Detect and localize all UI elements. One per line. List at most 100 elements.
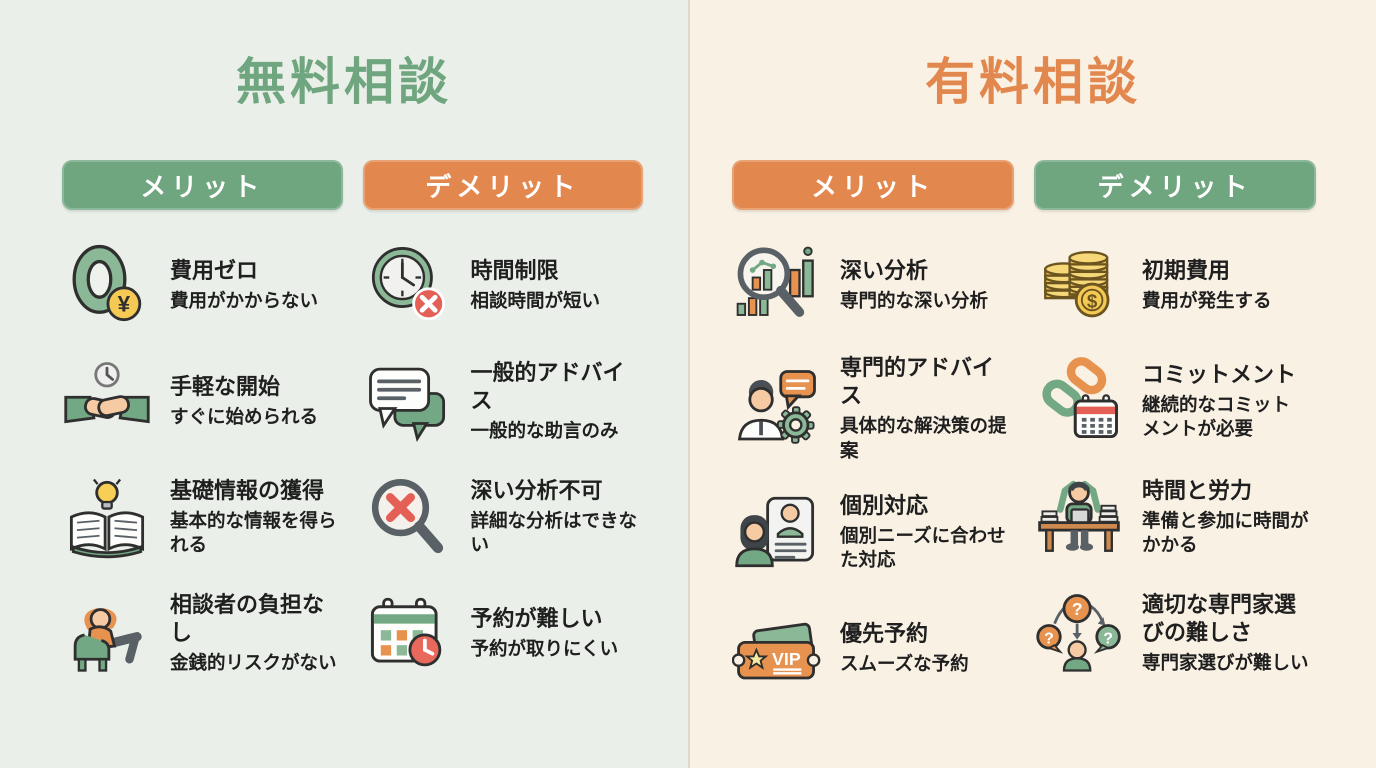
paid-consultation-panel: 有料相談 メリット深い分析専門的な深い分析専門的アドバイス具体的な解決策の提 案…	[688, 0, 1376, 768]
svg-text:?: ?	[1072, 599, 1083, 619]
item-desc: 相談時間が短い	[470, 289, 601, 311]
item-title: 費用ゼロ	[170, 257, 259, 283]
item-text: 時間と労力準備と参加に時間が かかる	[1142, 477, 1309, 558]
paid-consultation-title: 有料相談	[925, 54, 1141, 110]
item-list: ¥ 費用ゼロ費用がかからない手軽な開始すぐに始められる基礎情報の獲得基本的な情報を…	[62, 238, 343, 680]
magnifier-x-icon	[363, 472, 453, 562]
column-header-pill: メリット	[62, 160, 343, 210]
calendar-clock-icon	[363, 588, 453, 678]
item-text: 時間制限相談時間が短い	[471, 257, 601, 314]
item-text: 個別対応個別ニーズに合わせ た対応	[840, 492, 1006, 573]
item-text: 適切な専門家選 びの難しさ専門家選びが難しい	[1142, 591, 1309, 676]
item-title: 深い分析不可	[470, 477, 603, 503]
vip-ticket-icon: VIP	[732, 603, 822, 693]
list-item: ¥ 費用ゼロ費用がかからない	[62, 238, 343, 332]
item-desc: 準備と参加に時間が かかる	[1142, 509, 1309, 556]
item-desc: 予約が取りにくい	[470, 637, 619, 659]
item-desc: 詳細な分析はできな い	[470, 509, 638, 556]
item-desc: 金銭的リスクがない	[170, 651, 337, 673]
item-desc: スムーズな予約	[840, 653, 969, 674]
chart-magnifier-icon	[732, 240, 822, 330]
list-item: 手軽な開始すぐに始められる	[62, 354, 343, 448]
item-desc: 専門家選びが難しい	[1142, 651, 1309, 673]
item-text: 予約が難しい予約が取りにくい	[471, 605, 619, 662]
list-item: VIP 優先予約スムーズな予約	[732, 601, 1014, 695]
free-consultation-columns: メリット ¥ 費用ゼロ費用がかからない手軽な開始すぐに始められる基礎情報の獲得基本的…	[0, 160, 688, 680]
list-item: コミットメント継続的なコミット メントが必要	[1034, 354, 1316, 448]
item-desc: すぐに始められる	[170, 405, 319, 427]
svg-text:$: $	[1087, 291, 1098, 312]
list-item: 深い分析専門的な深い分析	[732, 238, 1014, 332]
svg-text:?: ?	[1103, 630, 1113, 647]
list-item: 基礎情報の獲得基本的な情報を得ら れる	[62, 470, 343, 564]
tired-person-desk-icon	[1034, 472, 1124, 562]
list-item: 時間と労力準備と参加に時間が かかる	[1034, 470, 1316, 564]
item-text: 手軽な開始すぐに始められる	[170, 373, 318, 430]
item-text: 優先予約スムーズな予約	[840, 620, 969, 677]
item-text: コミットメント継続的なコミット メントが必要	[1142, 361, 1296, 442]
item-title: 予約が難しい	[470, 605, 603, 631]
chain-calendar-icon	[1034, 356, 1124, 446]
item-title: コミットメント	[1142, 361, 1297, 387]
item-text: 費用ゼロ費用がかからない	[170, 257, 318, 314]
list-item: 一般的アドバイス一般的な助言のみ	[363, 354, 644, 448]
item-text: 専門的アドバイス具体的な解決策の提 案	[840, 354, 1014, 463]
item-text: 初期費用費用が発生する	[1142, 257, 1272, 314]
list-item: $ 初期費用費用が発生する	[1034, 238, 1316, 332]
chat-bubbles-icon	[363, 356, 453, 446]
paid-consultation-columns: メリット深い分析専門的な深い分析専門的アドバイス具体的な解決策の提 案個別対応個…	[690, 160, 1376, 695]
item-title: 相談者の負担なし	[170, 591, 325, 645]
column-header-pill: メリット	[732, 160, 1014, 210]
choosing-expert-icon: ???	[1034, 588, 1124, 678]
item-desc: 基本的な情報を得ら れる	[170, 509, 337, 556]
list-item: 予約が難しい予約が取りにくい	[363, 586, 644, 680]
column: デメリット時間制限相談時間が短い一般的アドバイス一般的な助言のみ深い分析不可詳細…	[362, 160, 644, 680]
item-list: 深い分析専門的な深い分析専門的アドバイス具体的な解決策の提 案個別対応個別ニーズ…	[732, 238, 1014, 695]
item-text: 深い分析専門的な深い分析	[840, 257, 988, 314]
relaxed-person-icon	[62, 588, 152, 678]
svg-text:VIP: VIP	[772, 649, 801, 669]
svg-text:?: ?	[1044, 630, 1054, 647]
advisor-icon	[732, 364, 822, 454]
item-text: 一般的アドバイス一般的な助言のみ	[471, 359, 644, 444]
item-title: 時間と労力	[1142, 477, 1253, 503]
item-list: 時間制限相談時間が短い一般的アドバイス一般的な助言のみ深い分析不可詳細な分析はで…	[363, 238, 644, 680]
item-title: 深い分析	[840, 257, 929, 283]
coins-icon: $	[1034, 240, 1124, 330]
item-title: 優先予約	[840, 620, 929, 646]
clock-x-icon	[363, 240, 453, 330]
item-desc: 一般的な助言のみ	[470, 419, 619, 441]
list-item: 個別対応個別ニーズに合わせ た対応	[732, 485, 1014, 579]
item-desc: 具体的な解決策の提 案	[840, 415, 1007, 461]
column: デメリット $ 初期費用費用が発生するコミットメント継続的なコミット メントが必要時…	[1034, 160, 1316, 695]
item-title: 一般的アドバイス	[470, 359, 625, 413]
item-title: 時間制限	[470, 257, 559, 283]
item-title: 初期費用	[1142, 257, 1231, 283]
item-title: 専門的アドバイス	[840, 355, 995, 409]
item-desc: 費用がかからない	[170, 289, 319, 311]
item-desc: 費用が発生する	[1142, 289, 1272, 311]
item-title: 手軽な開始	[170, 373, 281, 399]
list-item: ???適切な専門家選 びの難しさ専門家選びが難しい	[1034, 586, 1316, 680]
list-item: 時間制限相談時間が短い	[363, 238, 644, 332]
item-text: 相談者の負担なし金銭的リスクがない	[170, 591, 343, 676]
item-desc: 継続的なコミット メントが必要	[1142, 393, 1291, 440]
list-item: 深い分析不可詳細な分析はできな い	[363, 470, 644, 564]
book-lightbulb-icon	[62, 472, 152, 562]
item-title: 個別対応	[840, 492, 929, 518]
item-list: $ 初期費用費用が発生するコミットメント継続的なコミット メントが必要時間と労力準…	[1034, 238, 1316, 680]
item-title: 基礎情報の獲得	[170, 477, 325, 503]
item-desc: 個別ニーズに合わせ た対応	[840, 524, 1006, 571]
list-item: 専門的アドバイス具体的な解決策の提 案	[732, 354, 1014, 463]
list-item: 相談者の負担なし金銭的リスクがない	[62, 586, 343, 680]
zero-yen-icon: ¥	[62, 240, 152, 330]
column: メリット深い分析専門的な深い分析専門的アドバイス具体的な解決策の提 案個別対応個…	[732, 160, 1014, 695]
column-header-pill: デメリット	[1034, 160, 1316, 210]
column: メリット ¥ 費用ゼロ費用がかからない手軽な開始すぐに始められる基礎情報の獲得基本的…	[62, 160, 343, 680]
item-desc: 専門的な深い分析	[840, 289, 989, 311]
item-text: 基礎情報の獲得基本的な情報を得ら れる	[170, 477, 337, 558]
column-header-pill: デメリット	[362, 160, 643, 210]
handshake-clock-icon	[62, 356, 152, 446]
item-text: 深い分析不可詳細な分析はできな い	[471, 477, 638, 558]
svg-text:¥: ¥	[118, 291, 131, 316]
